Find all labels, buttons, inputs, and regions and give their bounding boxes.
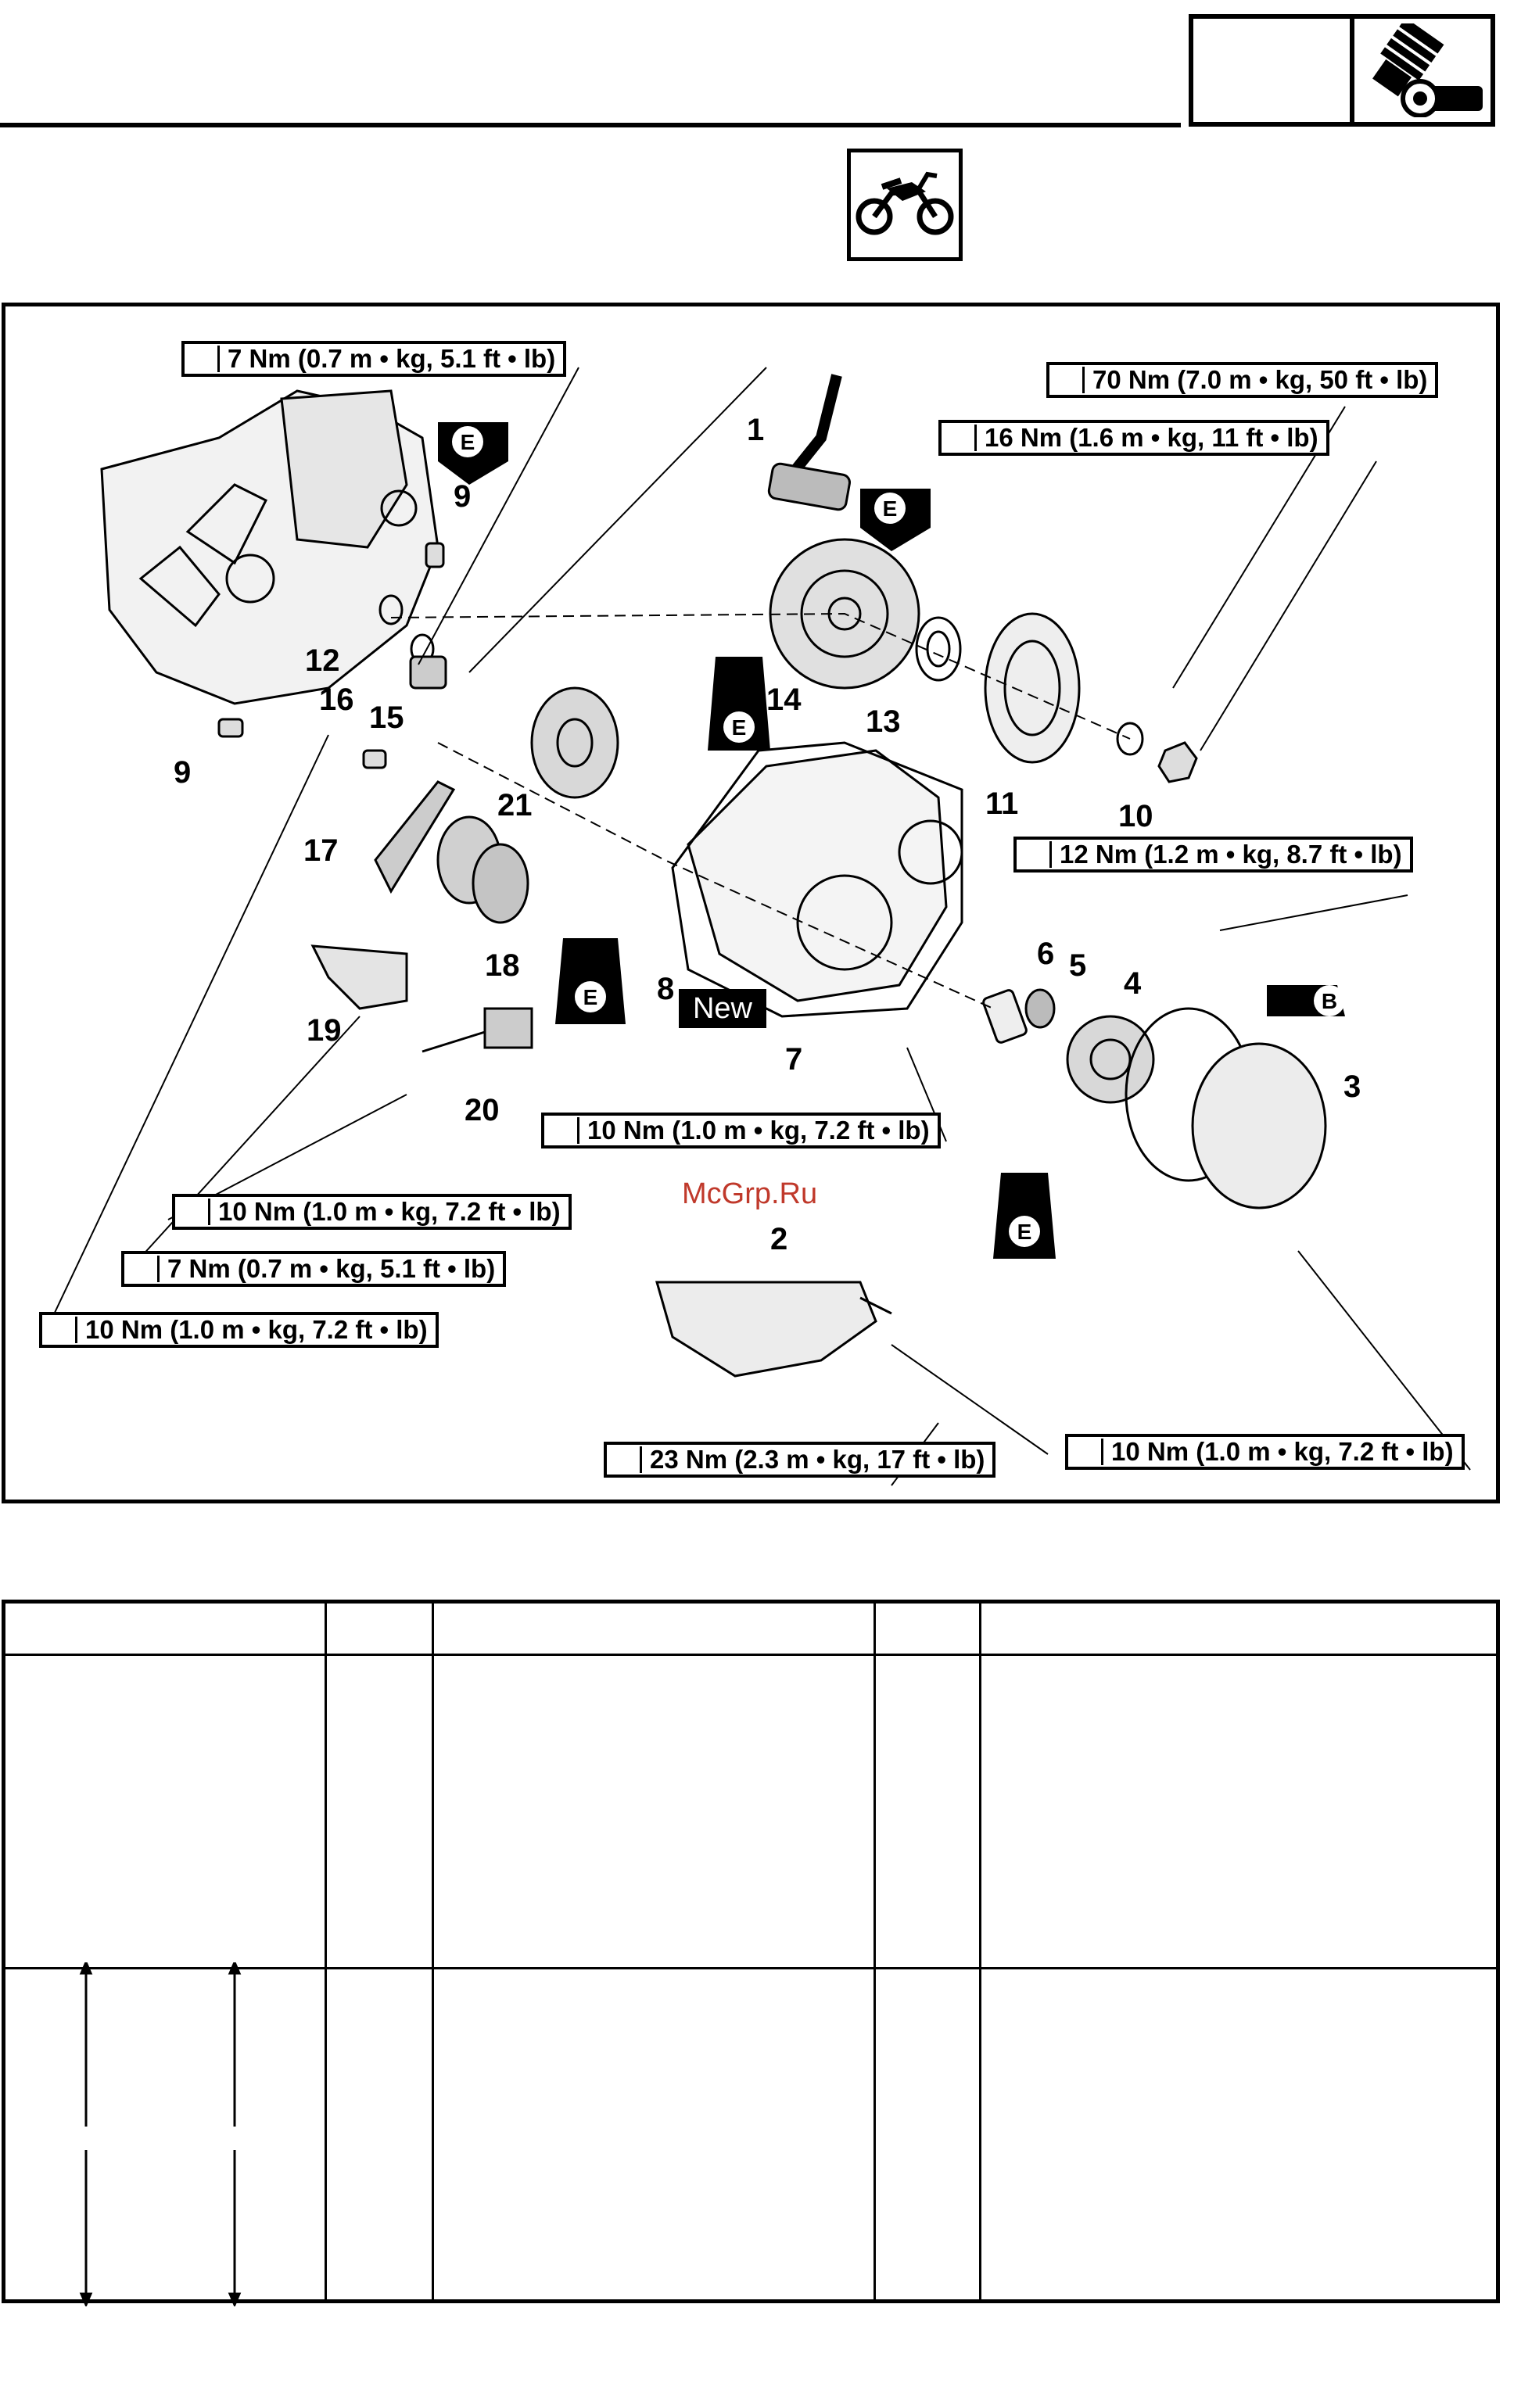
header-rule <box>0 123 1181 127</box>
section-icon-box <box>1189 14 1495 127</box>
lube-mark: E <box>461 430 475 454</box>
part-number: 16 <box>319 683 354 717</box>
lube-mark: E <box>1017 1220 1032 1244</box>
part-number: 12 <box>305 643 340 678</box>
torque-spec-label: 16 Nm (1.6 m • kg, 11 ft • lb) <box>938 420 1329 456</box>
torque-spec-label: 12 Nm (1.2 m • kg, 8.7 ft • lb) <box>1013 837 1413 873</box>
part-number: 7 <box>785 1042 803 1077</box>
torque-spec-label: 10 Nm (1.0 m • kg, 7.2 ft • lb) <box>39 1312 439 1348</box>
lube-mark: E <box>883 496 898 521</box>
torque-spec-label: 7 Nm (0.7 m • kg, 5.1 ft • lb) <box>121 1251 507 1287</box>
range-arrows <box>79 1962 242 2306</box>
part-number: 9 <box>174 755 192 790</box>
new-part-badge: New <box>679 989 766 1028</box>
part-number: 13 <box>866 704 901 739</box>
exploded-view-diagram <box>2 303 1500 1503</box>
part-number: 6 <box>1037 937 1055 971</box>
offroad-model-icon-box <box>847 149 963 261</box>
part-number: 18 <box>485 948 520 983</box>
wrench-icon <box>180 1199 210 1225</box>
part-number: 20 <box>465 1093 500 1127</box>
torque-spec-label: 10 Nm (1.0 m • kg, 7.2 ft • lb) <box>541 1113 941 1148</box>
part-number: 17 <box>303 833 339 868</box>
part-number: 21 <box>497 788 533 822</box>
wrench-icon <box>1073 1439 1103 1465</box>
motorcycle-icon <box>856 171 954 235</box>
torque-spec-label: 23 Nm (2.3 m • kg, 17 ft • lb) <box>604 1442 996 1478</box>
part-number: 1 <box>747 413 765 447</box>
wrench-icon <box>1054 367 1085 393</box>
procedure-table <box>2 1600 1500 2303</box>
part-number: 5 <box>1069 948 1087 983</box>
torque-spec-label: 10 Nm (1.0 m • kg, 7.2 ft • lb) <box>172 1194 572 1230</box>
torque-spec-label: 70 Nm (7.0 m • kg, 50 ft • lb) <box>1046 362 1439 398</box>
part-number: 2 <box>770 1222 788 1256</box>
wrench-icon <box>189 346 220 372</box>
part-number: 4 <box>1124 966 1142 1001</box>
part-number: 9 <box>454 479 472 514</box>
watermark: McGrp.Ru <box>682 1177 818 1210</box>
wrench-icon <box>946 425 977 451</box>
part-number: 15 <box>369 701 404 735</box>
wrench-icon <box>47 1317 77 1343</box>
wrench-icon <box>129 1256 160 1282</box>
torque-spec-label: 10 Nm (1.0 m • kg, 7.2 ft • lb) <box>1065 1434 1465 1470</box>
part-number: 19 <box>307 1013 342 1048</box>
part-number: 14 <box>766 683 802 717</box>
part-number: 10 <box>1118 799 1153 833</box>
part-number: 3 <box>1343 1070 1361 1104</box>
part-number: 8 <box>657 972 675 1006</box>
lube-mark: B <box>1322 989 1337 1013</box>
lube-mark: E <box>583 985 598 1009</box>
torque-spec-label: 7 Nm (0.7 m • kg, 5.1 ft • lb) <box>181 341 567 377</box>
wrench-icon <box>549 1117 579 1144</box>
engine-icon <box>1372 23 1483 117</box>
wrench-icon <box>612 1446 642 1473</box>
lube-mark: E <box>732 715 747 740</box>
part-number: 11 <box>985 787 1019 821</box>
wrench-icon <box>1021 841 1052 868</box>
